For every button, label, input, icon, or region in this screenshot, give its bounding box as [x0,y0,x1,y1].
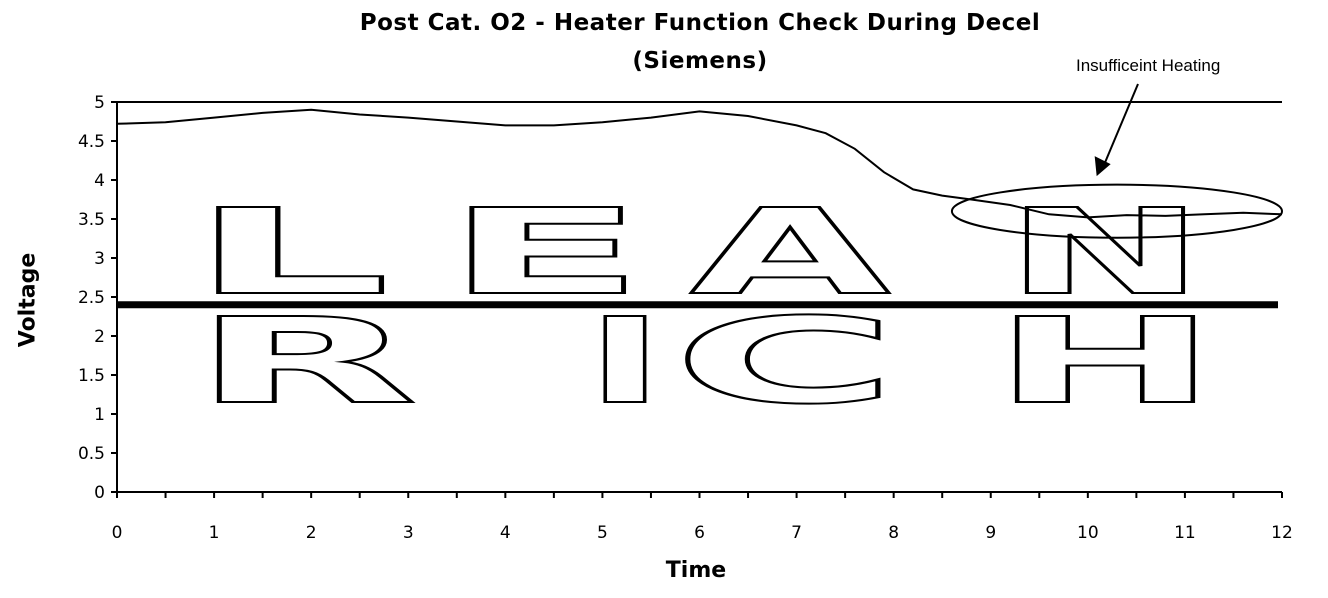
x-tick-label: 1 [209,523,220,543]
x-tick-label: 5 [597,523,608,543]
y-tick-label: 1.5 [78,366,105,386]
y-tick-label: 5 [94,93,105,113]
x-tick-label: 10 [1077,523,1099,543]
y-tick-label: 3.5 [78,210,105,230]
x-tick-label: 9 [985,523,996,543]
x-axis-label: Time [665,558,727,583]
watermark-letter: H [993,292,1218,430]
x-tick-label: 7 [791,523,802,543]
watermark-letter: L [190,183,390,321]
y-tick-label: 2.5 [78,288,105,308]
watermark-letter: C [673,292,898,430]
watermark-letter: E [445,183,645,321]
x-tick-label: 11 [1174,523,1196,543]
watermark-letter: A [690,183,890,321]
series-line [116,108,1283,219]
y-tick-label: 4.5 [78,132,105,152]
annotation-arrow [1101,83,1139,169]
annotation-ellipse [950,183,1284,239]
x-tick-label: 8 [888,523,899,543]
watermark-letter: R [193,292,418,430]
x-tick-label: 4 [500,523,511,543]
chart-title: Post Cat. O2 - Heater Function Check Dur… [359,10,1041,36]
annotation-arrowhead [1094,156,1111,177]
annotation-label: Insufficeint Heating [1076,56,1221,75]
watermark-letter: I [586,292,664,430]
x-tick-label: 12 [1271,523,1293,543]
x-tick-label: 2 [306,523,317,543]
y-tick-label: 1 [94,405,105,425]
y-tick-label: 2 [94,327,105,347]
y-tick-label: 4 [94,171,105,191]
watermark-letter: N [1005,183,1205,321]
x-tick-label: 3 [403,523,414,543]
x-tick-label: 6 [694,523,705,543]
y-tick-label: 0.5 [78,444,105,464]
y-tick-label: 0 [94,483,105,503]
chart-subtitle: (Siemens) [632,48,768,74]
chart-marks [116,83,1284,309]
y-tick-label: 3 [94,249,105,269]
x-tick-label: 0 [112,523,123,543]
